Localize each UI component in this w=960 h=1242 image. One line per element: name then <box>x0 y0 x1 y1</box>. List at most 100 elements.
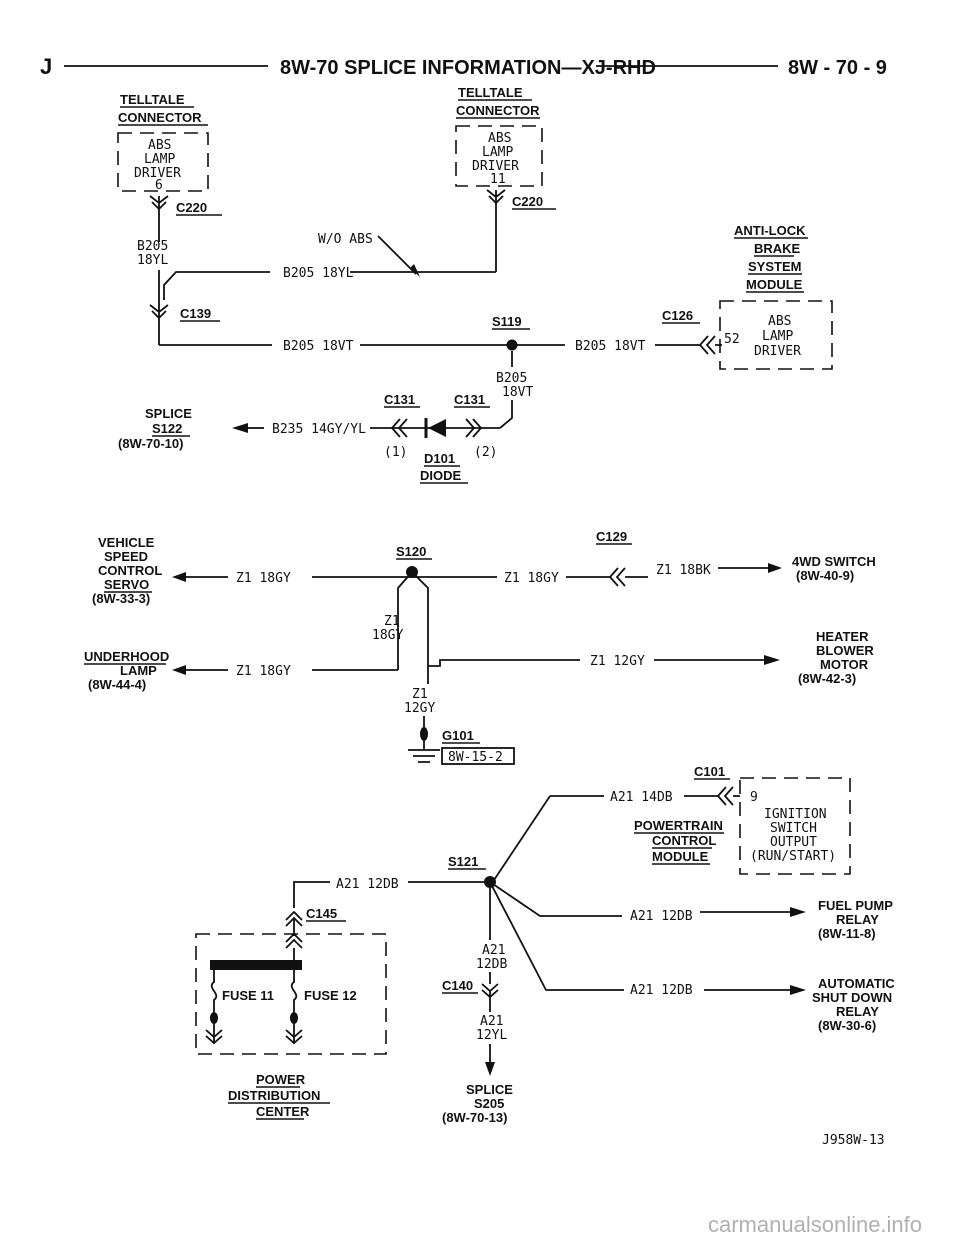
wire-18yl-label: 18YL <box>137 253 168 268</box>
splice-s122-id: S122 <box>152 421 182 436</box>
splice-s122-title: SPLICE <box>145 406 192 421</box>
vss-arrow <box>172 572 186 582</box>
abs-module-title1: ANTI-LOCK <box>734 223 806 238</box>
telltale-left-line3: DRIVER <box>134 166 181 181</box>
splice-s205-ref: (8W-70-13) <box>442 1110 507 1125</box>
wire-z1-18gy-b-label: Z1 18GY <box>504 571 559 586</box>
underhood-line2: LAMP <box>120 663 157 678</box>
pdc-line3: CENTER <box>256 1104 310 1119</box>
telltale-left-title: TELLTALE <box>120 92 185 107</box>
ground-g101-symbol <box>408 749 440 763</box>
wire-b205-down-label2: 18VT <box>502 385 533 400</box>
figure-id: J958W-13 <box>822 1133 885 1148</box>
wire-s120-left-branch <box>397 571 413 666</box>
splice-s119-node <box>506 339 518 351</box>
connector-c131-right-symbol <box>465 418 483 438</box>
vss-line1: VEHICLE <box>98 535 155 550</box>
heater-arrow <box>764 655 780 665</box>
telltale-left-line1: ABS <box>148 138 171 153</box>
telltale-right-line1: ABS <box>488 131 511 146</box>
pdc-line1: POWER <box>256 1072 306 1087</box>
abs-module-line3: DRIVER <box>754 344 801 359</box>
telltale-left-box <box>117 132 209 192</box>
connector-c145: C145 <box>306 906 337 921</box>
heater-line3: MOTOR <box>820 657 869 672</box>
pcm-line2: CONTROL <box>652 833 716 848</box>
connector-c220-right: C220 <box>512 194 543 209</box>
wire-z1-18gy-a-label: Z1 18GY <box>236 571 291 586</box>
telltale-right-line3: DRIVER <box>472 159 519 174</box>
wire-a21-12db-fuel-label: A21 12DB <box>630 909 693 924</box>
abs-module-title4: MODULE <box>746 277 803 292</box>
fuel-pump-arrow <box>790 907 806 917</box>
ground-g101-eyelet <box>420 727 428 741</box>
fuel-pump-line1: FUEL PUMP <box>818 898 893 913</box>
telltale-left-line2: LAMP <box>144 152 175 167</box>
ignition-line4: (RUN/START) <box>750 849 836 864</box>
pdc-bus-bar <box>210 960 302 970</box>
wire-b205-18vt-left-label: B205 18VT <box>283 339 354 354</box>
connector-c220-left: C220 <box>176 200 207 215</box>
wire-b205-to-diode <box>499 400 513 429</box>
asd-arrow <box>790 985 806 995</box>
4wd-arrow <box>768 563 782 573</box>
a21-vert-label-a: A21 <box>482 943 505 958</box>
wire-a21-12db-asd-label: A21 12DB <box>630 983 693 998</box>
wire-a21-12db-left-label: A21 12DB <box>336 877 399 892</box>
fuse-12-label: FUSE 12 <box>304 988 357 1003</box>
fuel-pump-line2: RELAY <box>836 912 879 927</box>
z1-down-label-a: Z1 <box>412 687 428 702</box>
connector-c145-symbol <box>285 910 303 936</box>
telltale-right-title2: CONNECTOR <box>456 103 540 118</box>
ignition-line1: IGNITION <box>764 807 827 822</box>
connector-c220-right-symbol <box>486 189 506 272</box>
wire-z1-12gy <box>428 659 580 667</box>
connector-c131-left: C131 <box>384 392 415 407</box>
connector-c126: C126 <box>662 308 693 323</box>
pdc-line2: DISTRIBUTION <box>228 1088 320 1103</box>
connector-c139-symbol <box>149 300 169 345</box>
vss-line3: CONTROL <box>98 563 162 578</box>
wire-z1-12gy-label: Z1 12GY <box>590 654 645 669</box>
connector-c129-symbol <box>608 567 648 587</box>
splice-s205-title: SPLICE <box>466 1082 513 1097</box>
wire-to-asd <box>489 881 624 991</box>
ignition-line2: SWITCH <box>770 821 817 836</box>
asd-line2: SHUT DOWN <box>812 990 892 1005</box>
fuse-11-label: FUSE 11 <box>222 988 274 1003</box>
z1-vert-label-a: Z1 <box>384 614 400 629</box>
a21-yl-label-a: A21 <box>480 1014 503 1029</box>
z1-vert-label-b: 18GY <box>372 628 403 643</box>
telltale-right-title: TELLTALE <box>458 85 523 100</box>
fuse-11-wire <box>210 970 218 1012</box>
vss-line4: SERVO <box>104 577 149 592</box>
page-reference: 8W - 70 - 9 <box>788 57 887 79</box>
wire-b205-18yl-label: B205 18YL <box>283 266 354 281</box>
header-letter: J <box>40 54 52 79</box>
pcm-line3: MODULE <box>652 849 709 864</box>
underhood-arrow <box>172 665 186 675</box>
pdc-box <box>195 933 387 1055</box>
abs-module-box <box>719 300 833 370</box>
abs-module-title2: BRAKE <box>754 241 801 256</box>
watermark: carmanualsonline.info <box>708 1212 922 1237</box>
wire-s121-up <box>493 795 551 881</box>
connector-c131-right: C131 <box>454 392 485 407</box>
diode-pin-1: (1) <box>384 445 407 460</box>
wire-s120-right-branch <box>411 571 429 666</box>
wire-b205-down-label1: B205 <box>496 371 527 386</box>
wire-to-s122-arrow <box>232 423 248 433</box>
wo-abs-pointer <box>377 235 417 275</box>
splice-s119: S119 <box>492 314 522 329</box>
diode-pin-2: (2) <box>474 445 497 460</box>
s205-arrow <box>485 1062 495 1076</box>
wire-b205-label: B205 <box>137 239 168 254</box>
splice-s121: S121 <box>448 854 478 869</box>
underhood-ref: (8W-44-4) <box>88 677 146 692</box>
z1-down-label-b: 12GY <box>404 701 435 716</box>
heater-ref: (8W-42-3) <box>798 671 856 686</box>
connector-c139: C139 <box>180 306 211 321</box>
page-title: 8W-70 SPLICE INFORMATION—XJ-RHD <box>280 57 656 79</box>
telltale-left-pin: 6 <box>155 178 163 193</box>
